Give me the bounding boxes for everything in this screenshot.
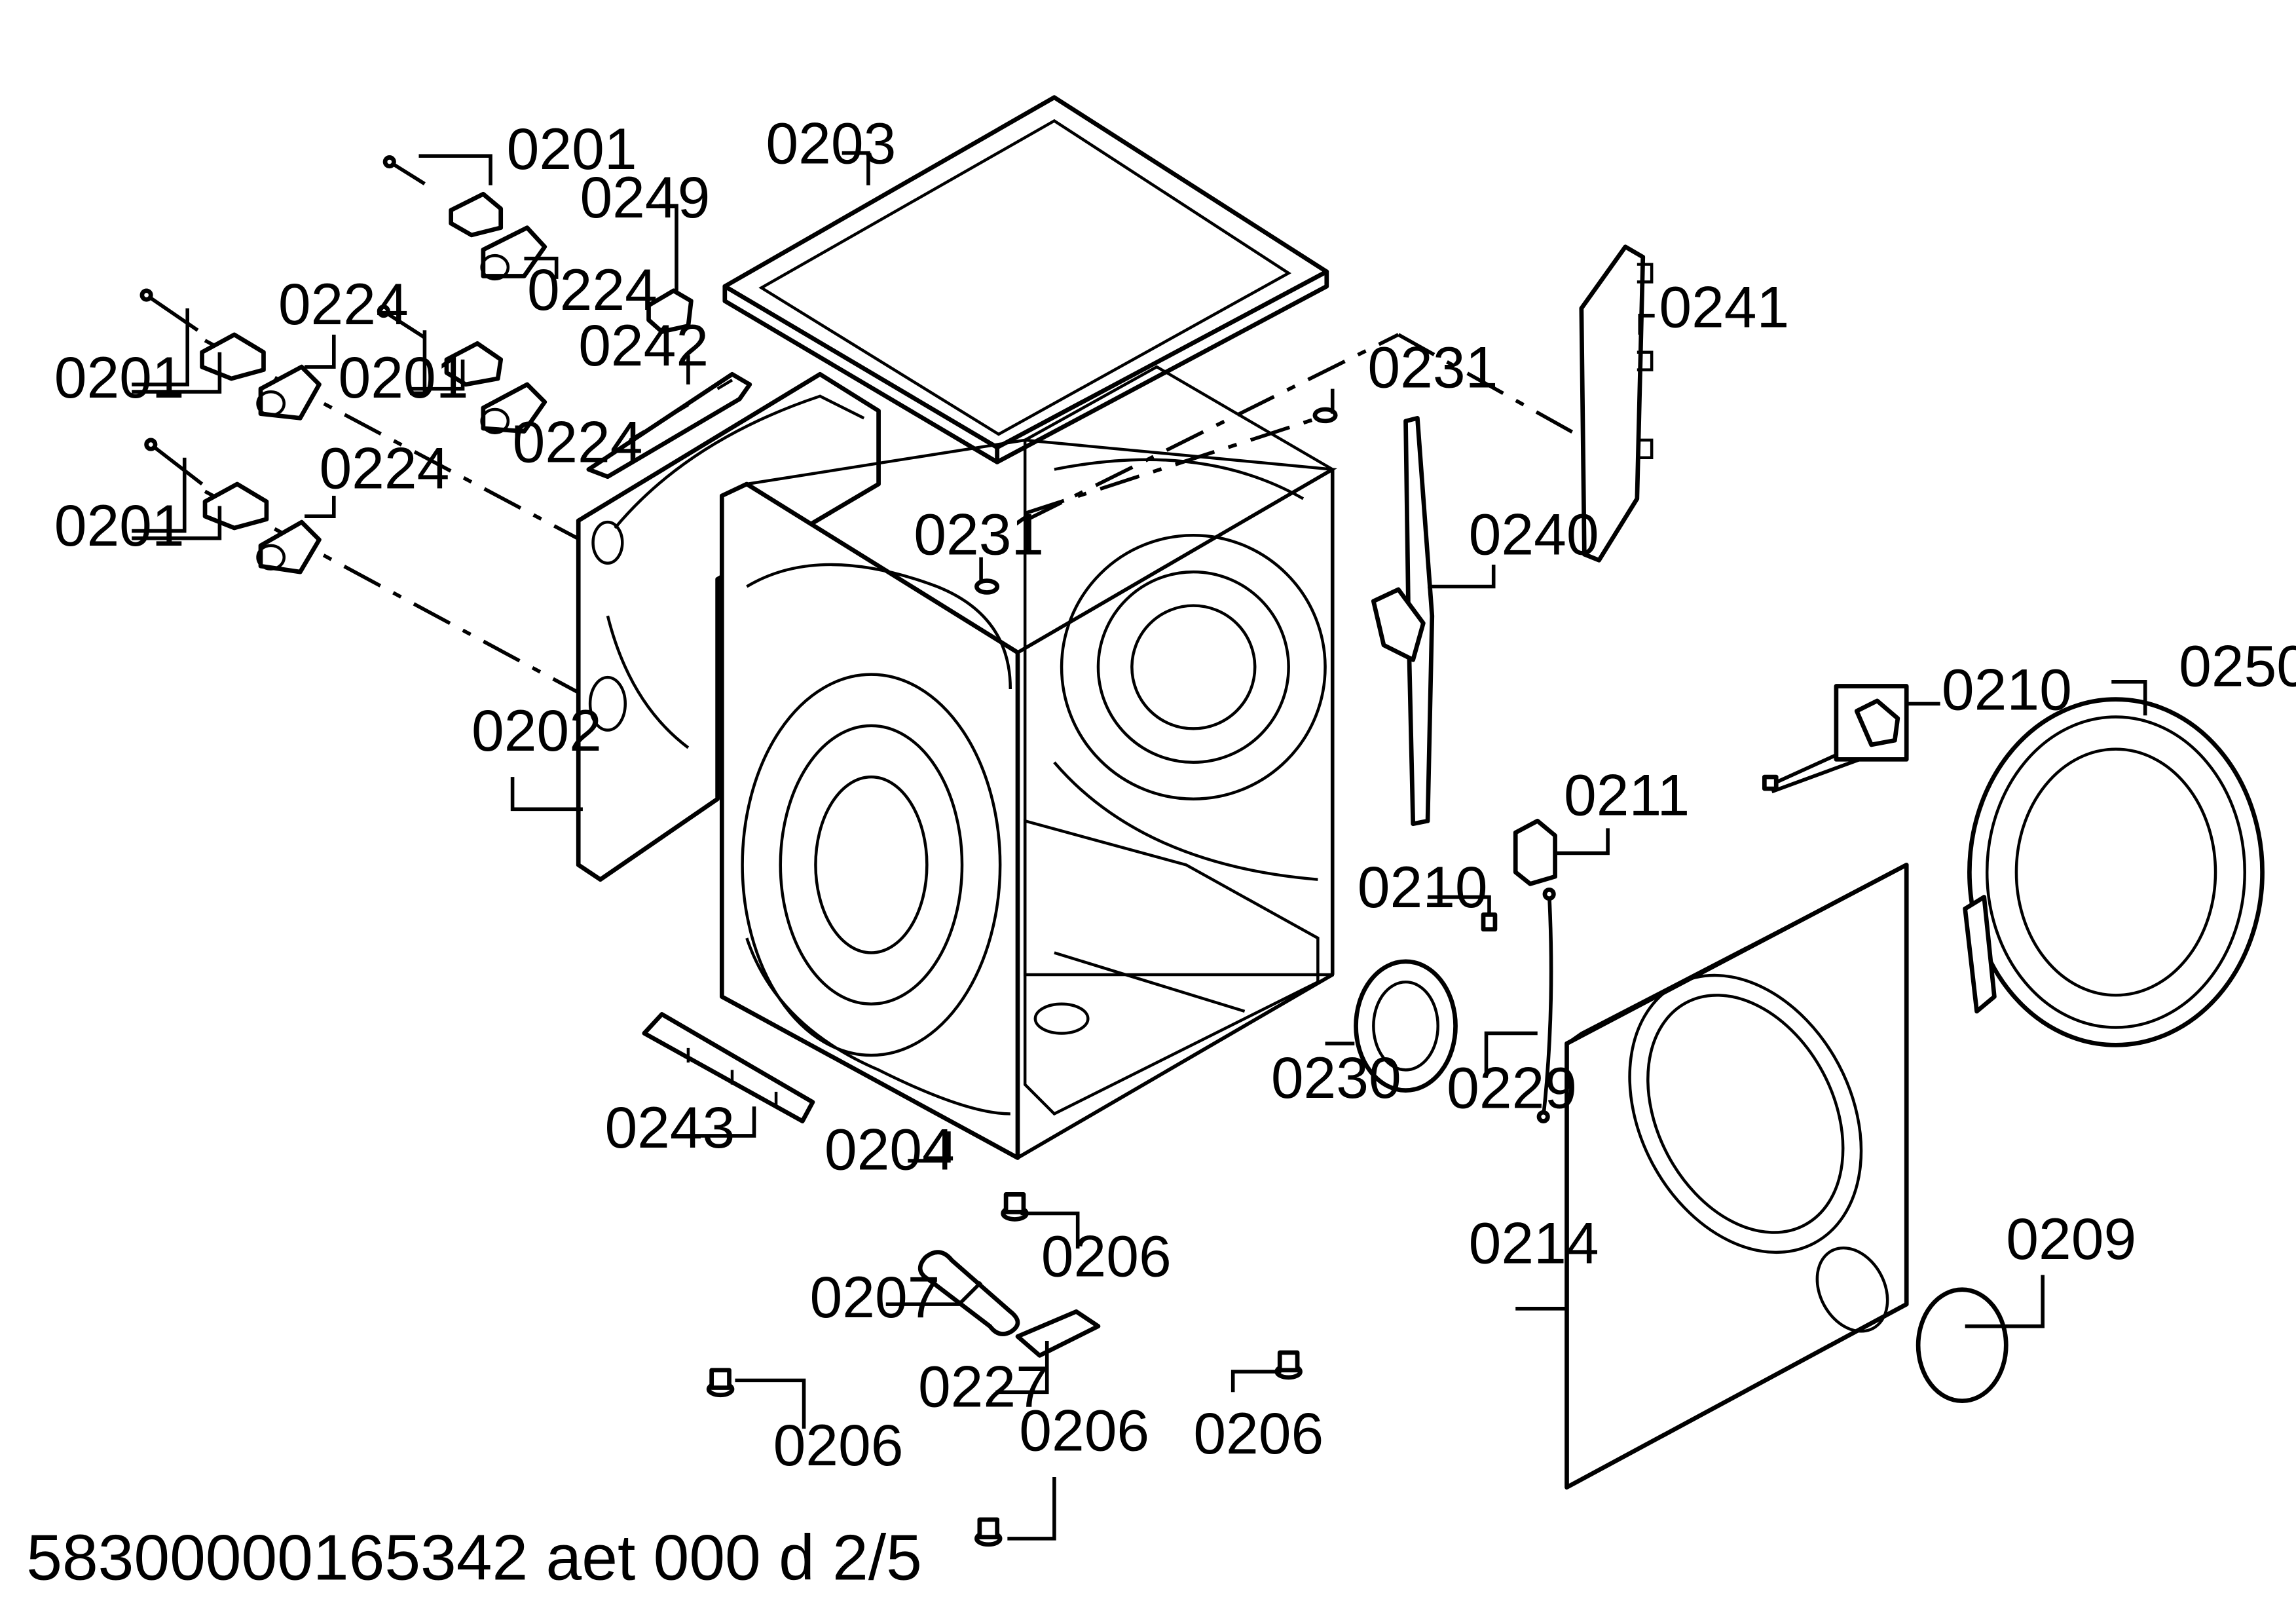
latch-part [646, 288, 694, 334]
feet [706, 1192, 1303, 1547]
back-frame-part [576, 371, 881, 882]
footer-code: 58300000165342 aet 000 d 2/5 [26, 1521, 922, 1593]
pads [974, 407, 1338, 595]
hinge-group-top [382, 155, 547, 281]
label-0201-lower: 0201 [54, 493, 185, 558]
label-0203: 0203 [766, 110, 896, 176]
label-0204: 0204 [824, 1116, 955, 1182]
label-0231-inner: 0231 [914, 501, 1044, 567]
label-0240: 0240 [1469, 501, 1599, 567]
cable-part [1536, 887, 1556, 1123]
label-0249: 0249 [580, 164, 710, 230]
label-0207: 0207 [809, 1264, 940, 1330]
label-0211: 0211 [1564, 762, 1690, 827]
label-0229: 0229 [1447, 1055, 1577, 1120]
top-cover-part [722, 95, 1329, 464]
hinge-group-middle [377, 305, 547, 434]
label-0227: 0227 [918, 1354, 1048, 1419]
label-0201-middle: 0201 [339, 345, 469, 410]
label-0231-top: 0231 [1367, 334, 1498, 400]
label-0206-bottom: 0206 [1019, 1398, 1149, 1463]
label-0201-left: 0201 [54, 345, 185, 410]
label-0224-top: 0224 [527, 257, 657, 322]
front-panel-part [1565, 862, 1909, 1490]
shim-plate-part [1015, 1309, 1101, 1358]
part-labels: 0201 0224 0224 0201 0201 0224 0224 0201 … [54, 110, 2296, 1478]
label-0210-detail: 0210 [1942, 656, 2072, 722]
label-0202: 0202 [472, 698, 602, 763]
door-part [1963, 697, 2265, 1047]
label-0209: 0209 [2006, 1206, 2136, 1271]
lock-detail-part [1481, 684, 1909, 932]
rear-rail-part [1579, 244, 1654, 563]
flap-cover-part [1916, 1287, 2009, 1404]
label-0206-right: 0206 [1193, 1400, 1324, 1466]
lower-rail-part [642, 1012, 815, 1123]
leader-lines [132, 151, 2147, 1541]
upper-rail-part [586, 371, 752, 479]
side-rail-part [1371, 415, 1435, 827]
seal-ring-part [1354, 959, 1458, 1093]
label-0214: 0214 [1469, 1210, 1599, 1276]
label-0243: 0243 [604, 1095, 735, 1160]
cabinet-body-part [719, 365, 1337, 1160]
label-0224-lower: 0224 [319, 436, 449, 501]
label-0206-left: 0206 [773, 1412, 904, 1478]
door-lock-part [1513, 818, 1557, 886]
label-0230: 0230 [1271, 1045, 1401, 1110]
label-0210: 0210 [1358, 854, 1488, 920]
label-0201-top: 0201 [507, 116, 637, 181]
label-0224-middle: 0224 [513, 409, 643, 474]
label-0242: 0242 [578, 312, 709, 378]
label-0224-left: 0224 [278, 271, 409, 337]
label-0206-top: 0206 [1041, 1224, 1172, 1289]
hinge-group-left [139, 288, 322, 421]
label-0241: 0241 [1659, 274, 1789, 340]
